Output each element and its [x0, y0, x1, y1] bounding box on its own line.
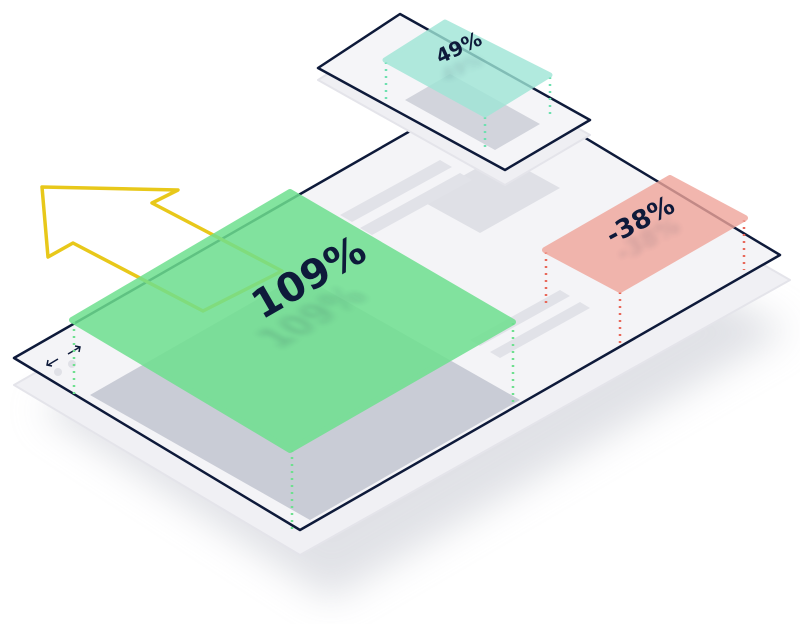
phone-content-image: [405, 74, 540, 150]
negative-metric-plane: [542, 175, 748, 293]
mobile-metric-plane: [382, 19, 553, 118]
window-dot: [54, 368, 62, 376]
main-board-outline: [12, 81, 782, 532]
green-drop-lines: [72, 322, 515, 530]
content-block-side: [420, 155, 560, 233]
content-line: [490, 302, 590, 358]
phone-outline: [316, 12, 592, 172]
red-drop-lines: [544, 220, 746, 345]
teal-drop-lines: [384, 62, 552, 152]
content-line: [340, 160, 452, 222]
main-metric-plane: [69, 189, 516, 453]
resize-arrows-icon: [46, 345, 81, 367]
content-line: [360, 173, 472, 235]
